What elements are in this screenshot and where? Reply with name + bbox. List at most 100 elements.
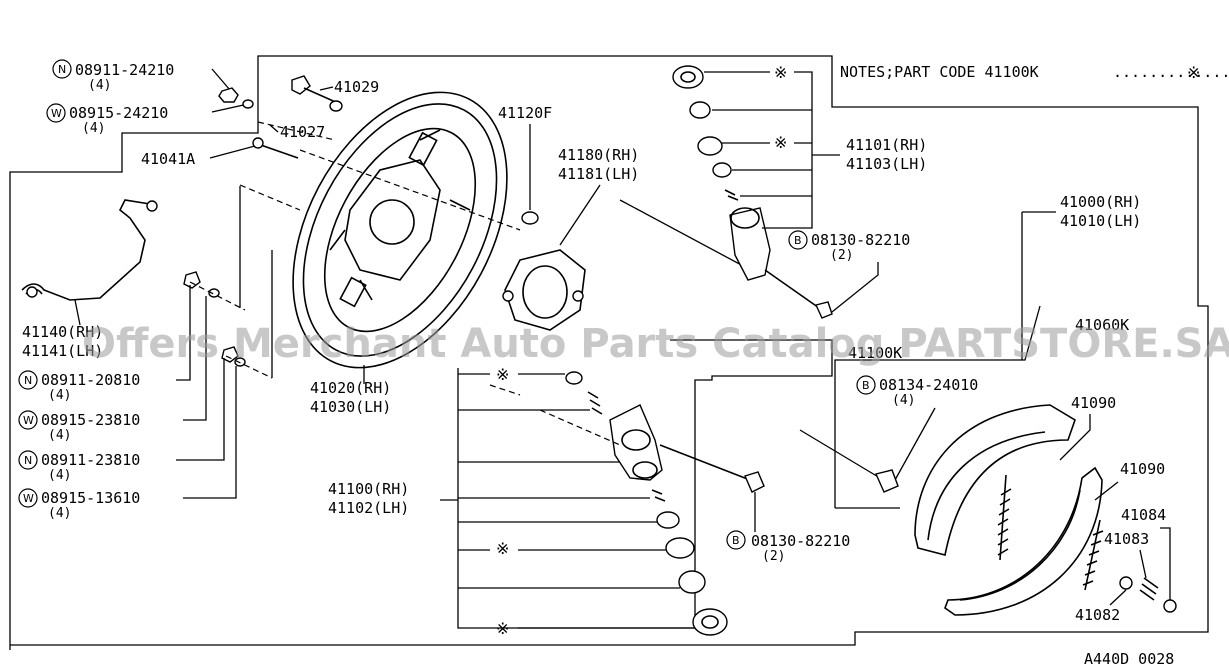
- label-41090-b: 41090: [1120, 460, 1165, 478]
- pin-41083: [1163, 599, 1177, 613]
- star-4: ※: [496, 539, 509, 558]
- label-41141: 41141(LH): [22, 342, 103, 360]
- nut-symbol-3: [18, 450, 38, 470]
- label-41180: 41180(RH): [558, 146, 639, 164]
- qty-08915-13610: (4): [48, 506, 71, 521]
- boot-upper: [672, 65, 704, 89]
- label-41060K: 41060K: [1075, 316, 1129, 334]
- bolt-symbol-2-letter: B: [862, 379, 870, 392]
- notes-dots: .............: [1113, 63, 1229, 81]
- sleeve-41027: [329, 100, 343, 112]
- tube-flare-nut: [26, 286, 38, 298]
- bleeder-spring-lower: [587, 391, 603, 415]
- boot-lower: [692, 608, 728, 636]
- label-08911-20810: 08911-20810: [41, 371, 140, 389]
- nut-symbol-2: [18, 370, 38, 390]
- label-08915-23810: 08915-23810: [41, 411, 140, 429]
- cup-lower: [656, 511, 680, 529]
- backing-plate-41020: [292, 91, 508, 369]
- watermark: Offers Merchant Auto Parts Catalog PARTS…: [82, 321, 1229, 367]
- spring-lower: [651, 489, 666, 502]
- tube-flare-nut-2: [146, 200, 158, 212]
- bolt-upper-cyl: [815, 301, 833, 319]
- label-41083: 41083: [1104, 530, 1149, 548]
- brake-tube-41140: [21, 199, 151, 301]
- spring-upper: [724, 189, 739, 201]
- retainer-41082: [1119, 576, 1133, 590]
- brake-shoe-upper-41090: [914, 404, 1076, 556]
- qty-08134-24010: (4): [892, 393, 915, 408]
- qty-08130-82210-bot: (2): [762, 549, 785, 564]
- label-41000: 41000(RH): [1060, 193, 1141, 211]
- nut-symbol-2-letter: N: [24, 374, 32, 387]
- piston-upper: [689, 101, 711, 119]
- label-41010: 41010(LH): [1060, 212, 1141, 230]
- bolt-symbol-3: [726, 530, 746, 550]
- label-41120F: 41120F: [498, 104, 552, 122]
- hold-down-spring: [1139, 577, 1159, 601]
- bolt-08134-24010: [875, 469, 899, 493]
- label-08915-13610: 08915-13610: [41, 489, 140, 507]
- washer-symbol-3: [18, 488, 38, 508]
- shoe-kit-boundary: [834, 305, 1041, 508]
- nut-symbol: [52, 59, 72, 79]
- washer-symbol-2: [18, 410, 38, 430]
- label-41103: 41103(LH): [846, 155, 927, 173]
- label-08130-82210-bot: 08130-82210: [751, 532, 850, 550]
- label-41082: 41082: [1075, 606, 1120, 624]
- backing-plate-center: [344, 159, 441, 281]
- label-41090-a: 41090: [1071, 394, 1116, 412]
- nut-part: [218, 87, 239, 103]
- label-08911-24210: 08911-24210: [75, 61, 174, 79]
- kit-41100k-boundary: [457, 339, 833, 629]
- nut-symbol-letter: N: [58, 63, 66, 76]
- label-41030: 41030(LH): [310, 398, 391, 416]
- notes-text: NOTES;PART CODE 41100K: [840, 63, 1039, 81]
- piston-lower: [678, 570, 706, 594]
- bolt-symbol-2: [856, 375, 876, 395]
- diagram-code: A440D 0028: [1084, 650, 1174, 668]
- bolt-symbol-letter: B: [794, 234, 802, 247]
- brake-shoe-lower-41090: [944, 466, 1103, 616]
- label-41101: 41101(RH): [846, 136, 927, 154]
- washer-symbol-2-letter: W: [23, 414, 34, 427]
- star-5: ※: [496, 619, 509, 638]
- qty-08130-82210-top: (2): [830, 248, 853, 263]
- bolt-41029: [291, 75, 311, 95]
- bolt-lower-cyl: [744, 471, 765, 493]
- bolt-symbol-3-letter: B: [732, 534, 740, 547]
- bolt-41041A: [252, 137, 264, 149]
- notes-mark: ※: [1187, 63, 1200, 82]
- washer-41140-mount: [208, 288, 220, 298]
- label-41041A: 41041A: [141, 150, 195, 168]
- cup-upper: [697, 136, 723, 156]
- nut-41140-mount: [183, 271, 201, 289]
- label-41140: 41140(RH): [22, 323, 103, 341]
- label-41084: 41084: [1121, 506, 1166, 524]
- label-41100K: 41100K: [848, 344, 902, 362]
- label-08911-23810: 08911-23810: [41, 451, 140, 469]
- qty-08911-20810: (4): [48, 388, 71, 403]
- cylinder-body-lower: [609, 404, 663, 481]
- star-2: ※: [774, 133, 787, 152]
- washer-part: [242, 99, 254, 109]
- label-41100: 41100(RH): [328, 480, 409, 498]
- washer-symbol: [46, 103, 66, 123]
- label-41029: 41029: [334, 78, 379, 96]
- cup-upper-2: [712, 162, 732, 178]
- qty-08915-24210: (4): [82, 121, 105, 136]
- assembly-boundary: [9, 55, 1209, 650]
- washer-symbol-3-letter: W: [23, 492, 34, 505]
- qty-08915-23810: (4): [48, 428, 71, 443]
- cylinder-body-upper: [729, 207, 771, 281]
- star-1: ※: [774, 63, 787, 82]
- bleeder-lower: [565, 371, 583, 385]
- label-08134-24010: 08134-24010: [879, 376, 978, 394]
- nut-lower: [221, 346, 239, 363]
- gasket-41180: [504, 249, 586, 331]
- washer-lower: [234, 357, 246, 367]
- label-41181: 41181(LH): [558, 165, 639, 183]
- label-08915-24210: 08915-24210: [69, 104, 168, 122]
- bleeder-41120F: [521, 211, 539, 225]
